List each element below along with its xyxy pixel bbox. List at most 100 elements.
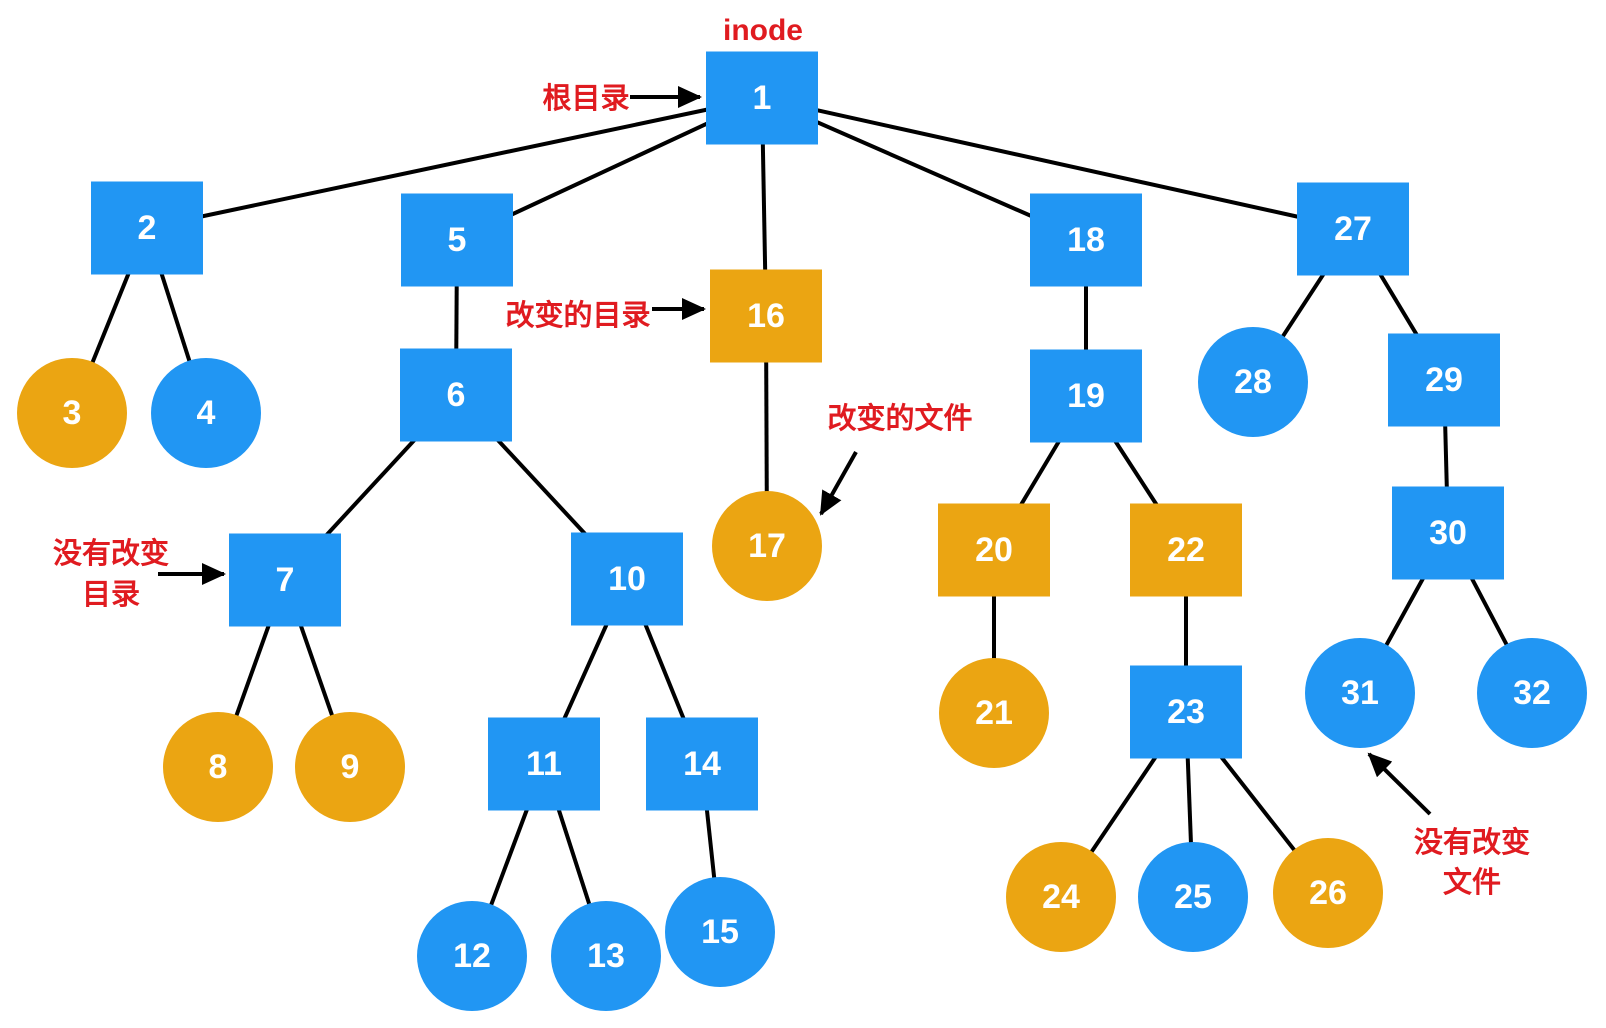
annotation-line: inode — [723, 14, 803, 47]
node-30-directory: 30 — [1392, 486, 1504, 580]
node-20-directory: 20 — [938, 503, 1050, 597]
node-4-file: 4 — [151, 358, 261, 468]
node-7-directory: 7 — [229, 533, 341, 627]
unchanged-file-label-arrow-icon — [1367, 752, 1432, 816]
annotation-line: 没有改变 — [53, 536, 169, 570]
node-label: 2 — [138, 209, 157, 247]
directory-square — [401, 193, 513, 287]
changed-dir-label-text: 改变的目录 — [505, 298, 650, 332]
directory-square — [400, 348, 512, 442]
node-label: 5 — [448, 221, 467, 259]
directory-square — [91, 181, 203, 275]
node-23-directory: 23 — [1130, 665, 1242, 759]
annotation-line: 目录 — [82, 579, 140, 611]
root-dir-label: 根目录 — [542, 82, 702, 115]
changed-dir-label: 改变的目录 — [505, 298, 706, 332]
node-5-directory: 5 — [401, 193, 513, 287]
file-circle — [939, 658, 1049, 768]
unchanged-file-label-text: 没有改变文件 — [1414, 825, 1530, 899]
node-29-directory: 29 — [1388, 333, 1500, 427]
root-dir-label-text: 根目录 — [542, 82, 629, 115]
node-label: 30 — [1429, 514, 1467, 552]
unchanged-dir-label-text: 没有改变目录 — [53, 536, 169, 611]
node-label: 18 — [1067, 221, 1105, 259]
unchanged-dir-label: 没有改变目录 — [53, 536, 226, 611]
node-label: 8 — [209, 748, 228, 786]
node-label: 16 — [747, 297, 785, 335]
edge-1-27 — [761, 96, 1354, 231]
file-circle — [17, 358, 127, 468]
annotation-line: 根目录 — [542, 82, 629, 115]
file-circle — [151, 358, 261, 468]
node-label: 15 — [701, 913, 739, 951]
node-22-directory: 22 — [1130, 503, 1242, 597]
file-circle — [417, 901, 527, 1011]
node-label: 24 — [1042, 878, 1080, 916]
inode-label-text: inode — [723, 14, 803, 47]
node-25-file: 25 — [1138, 842, 1248, 952]
directory-square — [1030, 349, 1142, 443]
inode-label: inode — [723, 14, 803, 47]
directory-square — [1130, 665, 1242, 759]
node-16-directory: 16 — [710, 269, 822, 363]
file-circle — [1198, 327, 1308, 437]
node-14-directory: 14 — [646, 717, 758, 811]
node-label: 9 — [341, 748, 360, 786]
node-17-file: 17 — [712, 491, 822, 601]
node-label: 28 — [1234, 363, 1272, 401]
node-label: 4 — [197, 394, 216, 432]
node-label: 14 — [683, 745, 721, 783]
node-19-directory: 19 — [1030, 349, 1142, 443]
node-32-file: 32 — [1477, 638, 1587, 748]
annotation-line: 文件 — [1443, 865, 1501, 899]
directory-square — [229, 533, 341, 627]
unchanged-file-label: 没有改变文件 — [1367, 752, 1530, 899]
node-label: 6 — [447, 376, 466, 414]
node-label: 7 — [276, 561, 295, 599]
node-2-directory: 2 — [91, 181, 203, 275]
node-18-directory: 18 — [1030, 193, 1142, 287]
node-31-file: 31 — [1305, 638, 1415, 748]
file-circle — [665, 877, 775, 987]
directory-square — [710, 269, 822, 363]
directory-square — [1392, 486, 1504, 580]
edge-1-2 — [146, 96, 763, 230]
directory-square — [1297, 182, 1409, 276]
node-1-directory: 1 — [706, 51, 818, 145]
annotation-line: 没有改变 — [1414, 825, 1530, 859]
node-6-directory: 6 — [400, 348, 512, 442]
node-label: 25 — [1174, 878, 1212, 916]
node-label: 21 — [975, 694, 1013, 732]
node-label: 23 — [1167, 693, 1205, 731]
file-circle — [1305, 638, 1415, 748]
node-label: 31 — [1341, 674, 1379, 712]
node-28-file: 28 — [1198, 327, 1308, 437]
node-9-file: 9 — [295, 712, 405, 822]
file-circle — [1273, 838, 1383, 948]
node-12-file: 12 — [417, 901, 527, 1011]
directory-square — [1130, 503, 1242, 597]
directory-square — [706, 51, 818, 145]
directory-square — [1030, 193, 1142, 287]
node-11-directory: 11 — [488, 717, 600, 811]
node-label: 3 — [63, 394, 82, 432]
node-label: 11 — [526, 745, 562, 783]
node-26-file: 26 — [1273, 838, 1383, 948]
node-label: 19 — [1067, 377, 1105, 415]
node-label: 12 — [453, 937, 491, 975]
file-circle — [1006, 842, 1116, 952]
node-label: 20 — [975, 531, 1013, 569]
node-24-file: 24 — [1006, 842, 1116, 952]
changed-file-label-arrow-icon — [819, 451, 858, 516]
directory-square — [938, 503, 1050, 597]
file-circle — [712, 491, 822, 601]
directory-square — [1388, 333, 1500, 427]
node-21-file: 21 — [939, 658, 1049, 768]
file-circle — [295, 712, 405, 822]
annotation-line: 改变的目录 — [505, 298, 650, 332]
node-label: 29 — [1425, 361, 1463, 399]
node-label: 13 — [587, 937, 625, 975]
node-label: 32 — [1513, 674, 1551, 712]
